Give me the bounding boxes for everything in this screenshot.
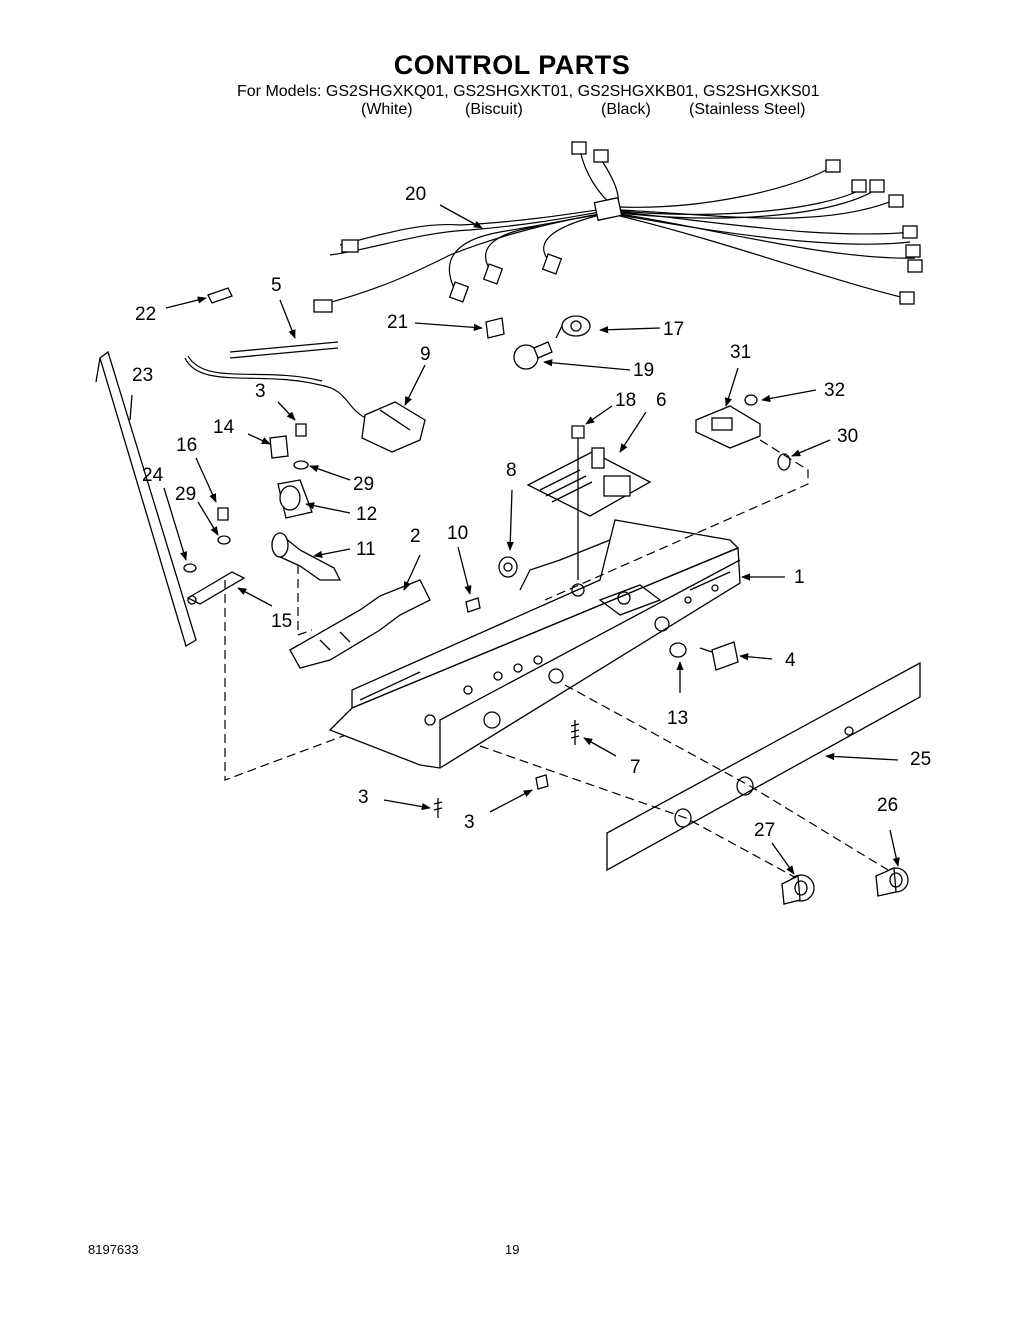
part-screws-3: [433, 774, 549, 818]
part-clip-22: [207, 287, 233, 304]
part-bracket-21: [485, 317, 505, 339]
part-sensor-9: [184, 355, 426, 453]
callout-24: 24: [142, 465, 164, 486]
wire-harness: [313, 141, 923, 313]
models-line: For Models: GS2SHGXKQ01, GS2SHGXKT01, GS…: [237, 83, 820, 100]
callout-11: 11: [356, 539, 376, 560]
callout-29b: 29: [175, 484, 196, 505]
callout-19: 19: [633, 360, 654, 381]
part-screw-7: [570, 720, 580, 745]
part-tube-5: [229, 341, 339, 359]
variant-white: (White): [361, 101, 413, 118]
doc-number: 8197633: [88, 1242, 139, 1257]
callout-15: 15: [271, 611, 292, 632]
callout-23: 23: [132, 365, 153, 386]
callout-17: 17: [663, 319, 684, 340]
variant-black: (Black): [601, 101, 651, 118]
callout-5: 5: [271, 275, 282, 296]
callout-2: 2: [410, 526, 421, 547]
left-small-parts: [95, 350, 441, 781]
callout-22: 22: [135, 304, 156, 325]
part-board-6: [526, 425, 652, 580]
part-switch-4: [699, 641, 739, 671]
control-panel-25: [479, 661, 921, 881]
callout-3c: 3: [464, 812, 475, 833]
page-number: 19: [505, 1242, 520, 1257]
callout-21: 21: [387, 312, 408, 333]
callout-13: 13: [667, 708, 688, 729]
callout-8: 8: [506, 460, 517, 481]
part-screw-10: [465, 597, 481, 613]
part-knob-26: [875, 867, 909, 897]
callout-27: 27: [754, 820, 775, 841]
part-plug-13: [669, 642, 687, 658]
callout-6: 6: [656, 390, 667, 411]
part-bulb-19: [513, 341, 553, 370]
callout-20: 20: [405, 184, 426, 205]
variant-biscuit: (Biscuit): [465, 101, 523, 118]
callout-3b: 3: [358, 787, 369, 808]
part-socket-17: [555, 315, 591, 339]
part-bracket-2: [289, 579, 431, 669]
callout-30: 30: [837, 426, 858, 447]
leader-arrows: [129, 204, 900, 875]
part-grommet-8: [498, 556, 518, 578]
callout-1: 1: [794, 567, 805, 588]
callout-numbers: 20 22 5 21 17 19 9 23 3 14 16 29 24 29 1…: [132, 184, 931, 841]
callout-10: 10: [447, 523, 468, 544]
callout-9: 9: [420, 344, 431, 365]
callout-3a: 3: [255, 381, 266, 402]
callout-32: 32: [824, 380, 845, 401]
callout-4: 4: [785, 650, 796, 671]
callout-18: 18: [615, 390, 636, 411]
callout-26: 26: [877, 795, 898, 816]
callout-7: 7: [630, 757, 641, 778]
callout-16: 16: [176, 435, 197, 456]
callout-14: 14: [213, 417, 235, 438]
callout-31: 31: [730, 342, 751, 363]
page-title: CONTROL PARTS: [393, 50, 631, 80]
variant-stainless: (Stainless Steel): [689, 101, 806, 118]
callout-25: 25: [910, 749, 931, 770]
part-module-31: [544, 394, 809, 601]
callout-12: 12: [356, 504, 377, 525]
part-knob-27: [781, 874, 815, 905]
callout-29a: 29: [353, 474, 374, 495]
control-housing-1: [328, 519, 741, 769]
